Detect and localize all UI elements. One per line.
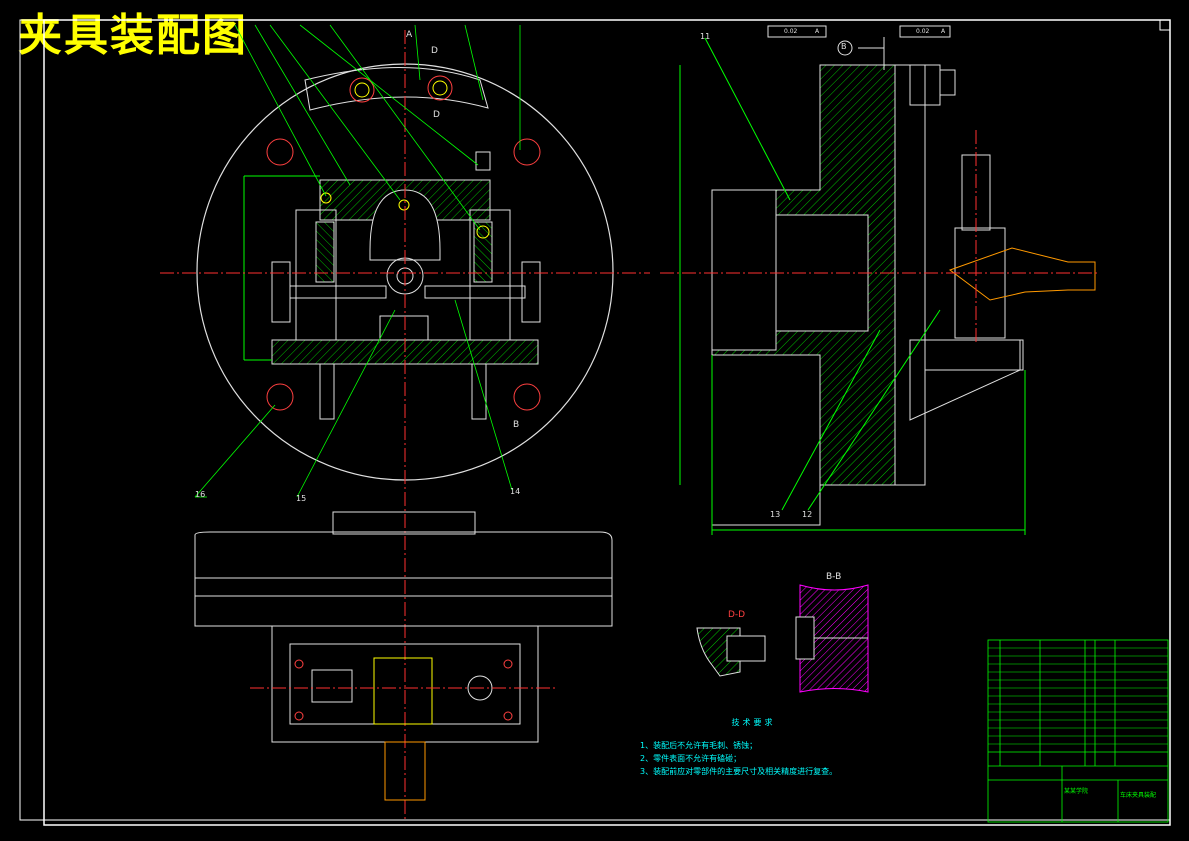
section-dd [696, 627, 766, 677]
title-block-company: 某某学院 [1064, 788, 1089, 795]
corner-mark [1159, 19, 1171, 31]
section-label-dd: D-D [728, 610, 746, 620]
tolerance-2-value: 0.02 [916, 28, 930, 35]
tech-req-heading: 技术要求 [731, 718, 776, 727]
front-view [160, 30, 650, 820]
inner-border [43, 19, 1171, 826]
tolerance-2-datum: A [941, 28, 946, 35]
tech-req-item-2: 2、零件表面不允许有磕碰； [640, 754, 742, 763]
tolerance-1-value: 0.02 [784, 28, 798, 35]
balloon-13: 13 [770, 510, 781, 519]
drawing-title: 夹具装配图 [18, 10, 248, 61]
tolerance-1-datum: A [815, 28, 820, 35]
tech-req-item-3: 3、装配前应对零部件的主要尺寸及相关精度进行复查。 [640, 767, 838, 776]
title-block [987, 639, 1169, 823]
outer-border [19, 19, 1171, 821]
balloon-15: 15 [296, 494, 307, 503]
balloon-16: 16 [195, 490, 206, 499]
datum-b: B [841, 42, 847, 51]
tech-req-item-1: 1、装配后不允许有毛刺、锈蚀； [640, 741, 758, 750]
section-label-d-bottom: D [433, 110, 440, 120]
section-label-d-top: D [431, 46, 438, 56]
balloon-14: 14 [510, 487, 521, 496]
side-view [660, 25, 1100, 535]
bom-rows [988, 647, 1168, 745]
section-label-bb: B-B [826, 572, 842, 582]
bottom-view [194, 511, 613, 801]
balloon-11: 11 [700, 32, 711, 41]
title-block-name: 车床夹具装配 [1120, 792, 1157, 799]
section-label-b: B [513, 420, 520, 430]
tech-requirements: 技术要求 1、装配后不允许有毛刺、锈蚀； 2、零件表面不允许有磕碰； 3、装配前… [640, 716, 837, 778]
section-bb [795, 584, 869, 693]
leader-lines [194, 24, 521, 498]
section-label-a: A [406, 30, 413, 40]
balloon-12: 12 [802, 510, 813, 519]
